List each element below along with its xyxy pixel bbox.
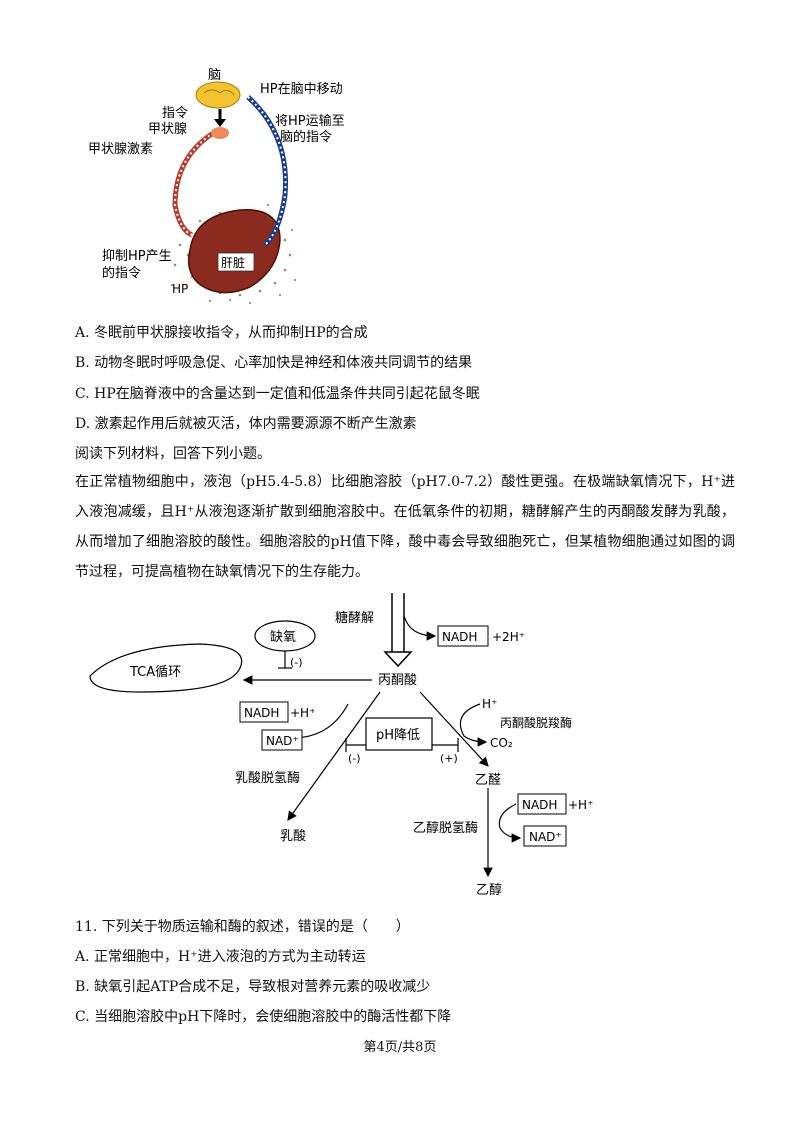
label-inhibit-1: 抑制HP产生 [102,249,172,264]
q11-option-c: C. 当细胞溶胶中pH下降时，会使细胞溶胶中的酶活性都下降 [75,1009,452,1025]
label-lactate-dh: 乳酸脱氢酶 [235,770,300,786]
label-minus-lactate: (-) [348,752,361,765]
q10-option-c: C. HP在脑脊液中的含量达到一定值和低温条件共同引起花鼠冬眠 [75,386,480,402]
label-tca: TCA循环 [129,665,181,680]
q10-option-a: A. 冬眠前甲状腺接收指令，从而抑制HP的合成 [75,325,368,341]
q11-stem: 11. 下列关于物质运输和酶的叙述，错误的是（ ） [75,919,410,935]
material-intro: 阅读下列材料，回答下列小题。 [75,446,271,462]
label-minus-top: (-) [290,656,303,669]
label-lactate: 乳酸 [280,829,306,844]
label-2h: +2H⁺ [492,630,525,644]
thyroid-shape [211,127,229,139]
page-footer: 第4页/共8页 [363,1040,437,1055]
label-nad-left: NAD⁺ [266,734,299,748]
label-h-right: H⁺ [482,697,497,711]
label-nadh-top: NADH [442,630,477,644]
label-nadh-right: NADH [522,798,557,812]
pyruvate-metabolism-diagram: 糖酵解 NADH +2H⁺ 缺氧 (-) TCA循环 丙酮酸 NADH +H⁺ … [89,593,593,898]
label-hp-moves: HP在脑中移动 [260,82,343,97]
label-command: 指令 [162,106,188,121]
label-thyroid: 甲状腺 [148,122,187,137]
liver-shape [187,209,281,294]
label-brain: 脑 [208,68,221,83]
label-co2: CO₂ [490,736,513,750]
label-alcohol-dh: 乙醇脱氢酶 [413,820,478,836]
label-h-left: +H⁺ [290,706,315,720]
label-plus: (+) [440,752,458,765]
label-nad-right: NAD⁺ [529,830,562,844]
label-h-right2: +H⁺ [568,798,593,812]
label-liver: 肝脏 [221,255,245,270]
label-ph-low: pH降低 [376,728,420,743]
brain-shape [195,81,241,109]
label-nadh-left: NADH [244,706,279,720]
material-paragraph: 在正常植物细胞中，液泡（pH5.4-5.8）比细胞溶胶（pH7.0-7.2）酸性… [75,474,735,580]
label-pyruvate-decarboxylase: 丙酮酸脱羧酶 [500,715,572,730]
label-thyroid-hormone: 甲状腺激素 [88,142,153,157]
hp-liver-brain-figure: 脑 HP在脑中移动 指令 将HP运输至 脑的指令 甲状腺 甲状腺激素 抑制HP产… [88,68,345,305]
q10-option-d: D. 激素起作用后就被灭活，体内需要源源不断产生激素 [75,416,417,432]
q11-option-a: A. 正常细胞中，H⁺进入液泡的方式为主动转运 [75,949,366,965]
q11-option-b: B. 缺氧引起ATP合成不足，导致根对营养元素的吸收减少 [75,979,431,995]
glycolysis-arrow [383,593,413,668]
label-transport-2: 脑的指令 [280,129,332,145]
label-glycolysis: 糖酵解 [335,610,374,626]
label-transport-1: 将HP运输至 [275,113,345,129]
blue-vessel [246,95,289,247]
q10-option-b: B. 动物冬眠时呼吸急促、心率加快是神经和体液共同调节的结果 [75,355,473,371]
label-acetaldehyde: 乙醛 [475,772,501,788]
label-hp: HP [172,282,188,296]
label-inhibit-2: 的指令 [102,265,141,281]
label-pyruvate: 丙酮酸 [378,673,417,688]
label-ethanol: 乙醇 [476,882,502,898]
label-hypoxia: 缺氧 [270,630,296,645]
